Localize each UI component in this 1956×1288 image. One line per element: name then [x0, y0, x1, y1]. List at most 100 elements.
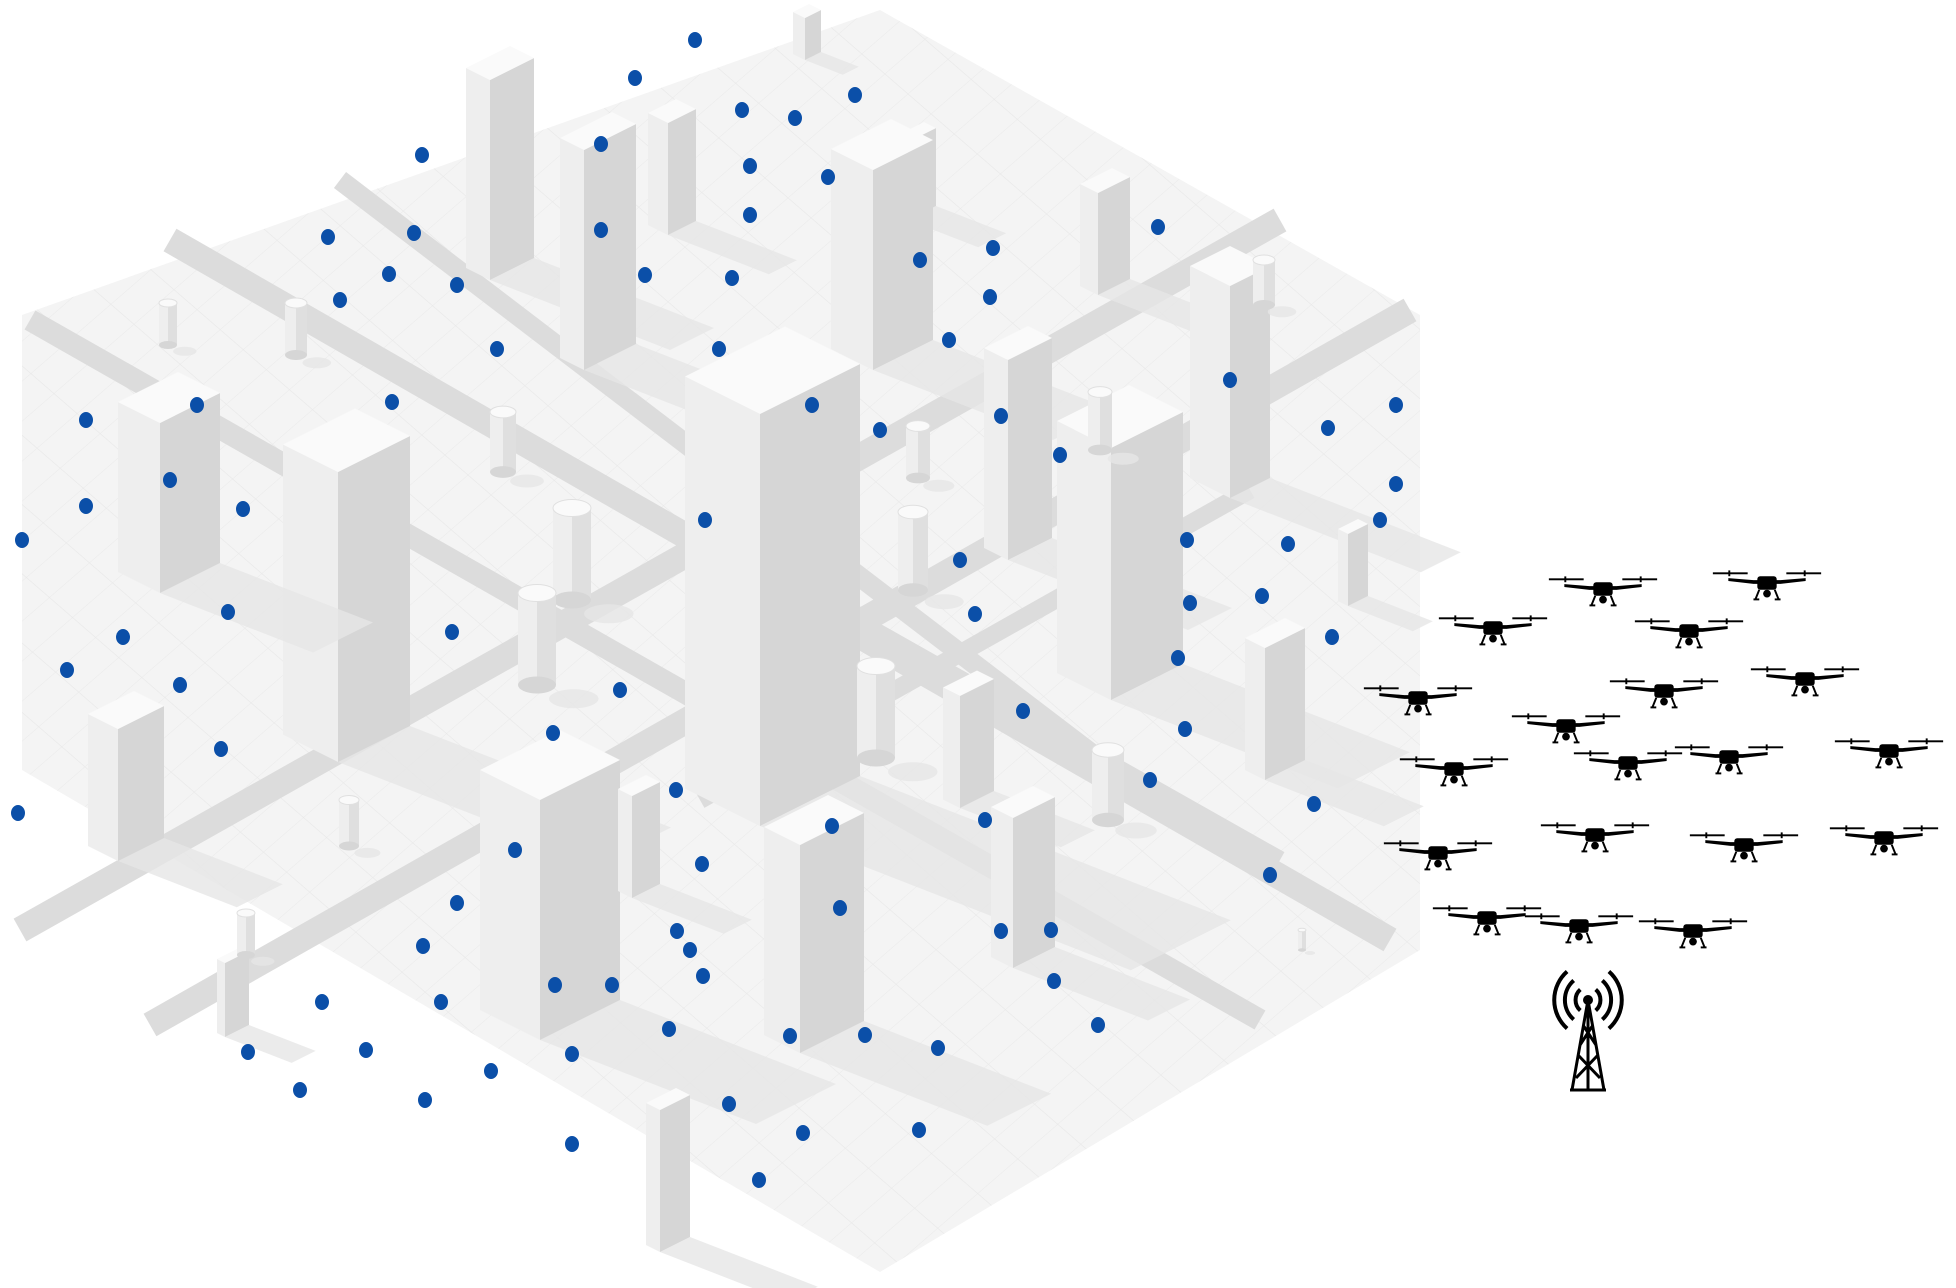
user-device-dot	[848, 87, 862, 103]
user-device-dot	[79, 498, 93, 514]
drone-icon	[1523, 912, 1635, 945]
drone-icon	[1539, 821, 1651, 854]
building-2	[793, 4, 859, 75]
user-device-dot	[1223, 372, 1237, 388]
user-device-dot	[116, 629, 130, 645]
user-device-dot	[912, 1122, 926, 1138]
user-device-dot	[953, 552, 967, 568]
user-device-dot	[1183, 595, 1197, 611]
user-device-dot	[613, 682, 627, 698]
user-device-dot	[683, 942, 697, 958]
user-device-dot	[1016, 703, 1030, 719]
cylinder-building-12	[338, 795, 381, 858]
user-device-dot	[788, 110, 802, 126]
building-14	[88, 691, 283, 908]
user-device-dot	[696, 968, 710, 984]
cylinder-building-10	[1252, 254, 1297, 318]
user-devices	[11, 32, 1403, 1188]
signal-wave-left	[1573, 988, 1582, 1012]
user-device-dot	[978, 812, 992, 828]
user-device-dot	[445, 624, 459, 640]
user-device-dot	[983, 289, 997, 305]
building-19	[480, 730, 836, 1124]
drone-swarm	[1362, 569, 1945, 950]
user-device-dot	[594, 222, 608, 238]
user-device-dot	[382, 266, 396, 282]
user-device-dot	[931, 1040, 945, 1056]
user-device-dot	[825, 818, 839, 834]
user-device-dot	[783, 1028, 797, 1044]
drone-icon	[1608, 677, 1720, 710]
drone-icon	[1431, 904, 1543, 937]
building-13	[118, 372, 373, 653]
user-device-dot	[484, 1063, 498, 1079]
drone-icon	[1572, 749, 1684, 782]
signal-wave-left	[1562, 979, 1576, 1021]
cylinder-building-14	[1297, 927, 1316, 955]
user-device-dot	[490, 341, 504, 357]
user-device-dot	[994, 408, 1008, 424]
building-15	[1338, 519, 1433, 632]
user-device-dot	[416, 938, 430, 954]
user-device-dot	[994, 923, 1008, 939]
user-device-dot	[594, 136, 608, 152]
user-device-dot	[628, 70, 642, 86]
building-17	[1245, 618, 1424, 827]
user-device-dot	[163, 472, 177, 488]
user-device-dot	[1091, 1017, 1105, 1033]
user-device-dot	[725, 270, 739, 286]
user-device-dot	[1255, 588, 1269, 604]
user-device-dot	[942, 332, 956, 348]
user-device-dot	[236, 501, 250, 517]
cylinder-building-11	[1091, 742, 1157, 839]
drone-icon	[1711, 569, 1823, 602]
cylinder-building-1	[158, 298, 197, 356]
user-device-dot	[833, 900, 847, 916]
road-7	[815, 592, 1285, 868]
user-device-dot	[450, 895, 464, 911]
user-device-dot	[548, 977, 562, 993]
user-device-dot	[11, 805, 25, 821]
user-device-dot	[1307, 796, 1321, 812]
cylinder-building-2	[284, 297, 332, 369]
user-device-dot	[79, 412, 93, 428]
user-device-dot	[1325, 629, 1339, 645]
user-device-dot	[1389, 397, 1403, 413]
user-device-dot	[1044, 922, 1058, 938]
user-device-dot	[638, 267, 652, 283]
drone-icon	[1547, 575, 1659, 608]
building-20	[618, 775, 752, 934]
user-device-dot	[873, 422, 887, 438]
building-3	[648, 99, 797, 275]
drone-icon	[1673, 743, 1785, 776]
cylinder-building-13	[236, 908, 275, 966]
user-device-dot	[315, 994, 329, 1010]
building-21	[764, 795, 1052, 1126]
user-device-dot	[698, 512, 712, 528]
user-device-dot	[695, 856, 709, 872]
drone-icon	[1637, 917, 1749, 950]
user-device-dot	[796, 1125, 810, 1141]
user-device-dot	[986, 240, 1000, 256]
tower-lattice	[1570, 999, 1606, 1092]
user-device-dot	[913, 252, 927, 268]
user-device-dot	[546, 725, 560, 741]
user-device-dot	[508, 842, 522, 858]
cylinder-building-7	[905, 420, 955, 492]
cylinder-building-4	[552, 498, 634, 624]
user-device-dot	[1171, 650, 1185, 666]
user-device-dot	[173, 677, 187, 693]
user-device-dot	[321, 229, 335, 245]
building-18	[991, 786, 1190, 1021]
user-device-dot	[1321, 420, 1335, 436]
user-device-dot	[385, 394, 399, 410]
user-device-dot	[669, 782, 683, 798]
drone-icon	[1749, 665, 1861, 698]
user-device-dot	[805, 397, 819, 413]
drone-icon	[1510, 712, 1622, 745]
buildings	[88, 4, 1461, 1288]
user-device-dot	[15, 532, 29, 548]
cylinder-building-5	[517, 583, 599, 709]
user-device-dot	[1389, 476, 1403, 492]
signal-wave-right	[1607, 970, 1624, 1030]
